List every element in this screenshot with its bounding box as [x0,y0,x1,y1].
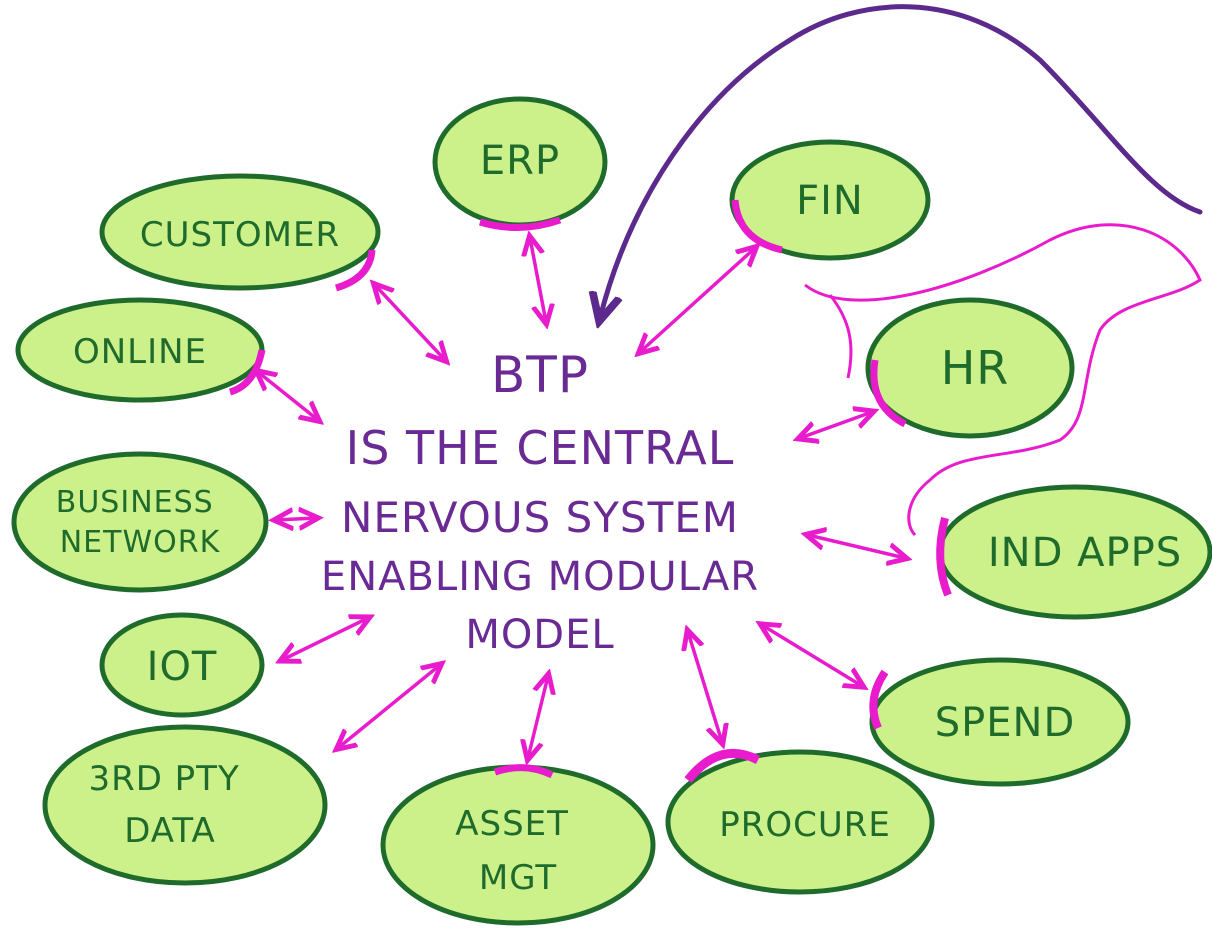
connector-asset-mgt [528,676,548,758]
center-line-5: MODEL [465,612,614,658]
connector-online [258,372,318,420]
center-line-1: BTP [491,346,589,404]
connector-business-network [276,518,316,520]
node-fin: FIN [729,139,931,261]
node-fin-label: FIN [796,178,864,224]
node-procure-label: PROCURE [719,805,891,845]
connector-spend [762,625,862,686]
node-iot-label: IOT [147,644,218,690]
center-line-3: NERVOUS SYSTEM [341,493,739,542]
node-ind-apps: IND APPS [936,484,1212,620]
feedback-arrow [600,4,1203,318]
node-asset-mgt: ASSET MGT [380,764,656,926]
node-business-network-label: BUSINESS NETWORK [56,485,224,560]
connector-iot [282,618,368,660]
connectors [258,238,905,758]
node-spend-label: SPEND [935,700,1076,746]
node-procure: PROCURE [665,748,935,895]
node-ind-apps-label: IND APPS [988,530,1182,576]
node-customer: CUSTOMER [99,173,381,292]
node-erp: ERP [432,96,608,231]
node-online: ONLINE [15,297,266,403]
node-spend: SPEND [869,657,1131,787]
node-hr-label: HR [941,341,1010,395]
connector-erp [530,238,546,322]
connector-ind-apps [808,535,905,558]
center-statement: BTP IS THE CENTRAL NERVOUS SYSTEM ENABLI… [321,346,759,658]
node-hr: HR [865,297,1075,439]
connector-hr [800,412,872,438]
node-3rd-pty-data: 3RD PTY DATA [42,724,328,886]
node-erp-label: ERP [480,138,560,184]
center-line-2: IS THE CENTRAL [346,421,735,475]
connector-fin [640,248,755,352]
fin-hr-connector [828,294,853,379]
node-customer-label: CUSTOMER [140,215,340,255]
node-online-label: ONLINE [73,332,207,372]
connector-3rd-pty-data [338,665,440,748]
connector-customer [375,285,445,360]
center-line-4: ENABLING MODULAR [321,554,759,600]
node-iot: IOT [99,612,265,718]
node-business-network: BUSINESS NETWORK [11,451,269,593]
node-asset-mgt-label: ASSET MGT [455,804,581,898]
connector-procure [688,632,722,742]
right-loop-connector [804,223,1202,537]
node-3rd-pty-data-label: 3RD PTY DATA [88,759,251,851]
